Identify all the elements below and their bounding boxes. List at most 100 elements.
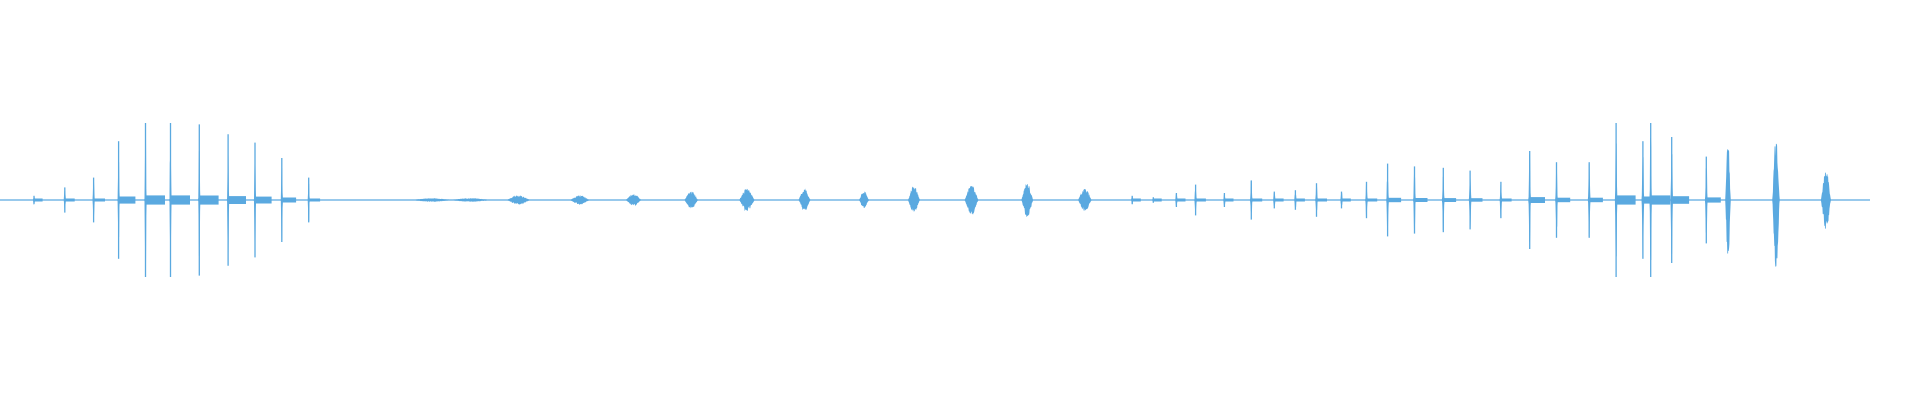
waveform-burst bbox=[1820, 172, 1832, 229]
waveform-decay-tail bbox=[1251, 198, 1263, 202]
waveform-burst bbox=[1020, 184, 1034, 217]
waveform-decay-tail bbox=[34, 198, 43, 202]
waveform-decay-tail bbox=[1295, 198, 1305, 202]
waveform-burst-shape bbox=[907, 186, 921, 212]
waveform-burst bbox=[197, 124, 219, 276]
waveform-burst bbox=[1441, 167, 1457, 233]
waveform-burst bbox=[1704, 156, 1721, 244]
waveform-burst-shape bbox=[1820, 172, 1832, 229]
waveform-burst bbox=[117, 141, 136, 259]
waveform-decay-tail bbox=[1529, 197, 1545, 203]
waveform-burst bbox=[798, 188, 811, 210]
waveform-burst bbox=[412, 198, 452, 202]
waveform-decay-tail bbox=[1132, 198, 1141, 202]
waveform-decay-tail bbox=[1176, 198, 1186, 202]
waveform-burst bbox=[1340, 191, 1351, 209]
waveform-burst bbox=[570, 195, 591, 206]
waveform-burst bbox=[91, 177, 105, 223]
waveform-decay-tail bbox=[1224, 198, 1234, 202]
waveform-decay-tail bbox=[1443, 198, 1457, 202]
waveform-burst bbox=[1614, 123, 1636, 277]
waveform-burst-shape bbox=[506, 195, 530, 205]
waveform-burst bbox=[506, 195, 530, 205]
waveform-burst-shape bbox=[1077, 189, 1093, 211]
waveform-bursts bbox=[32, 123, 1832, 277]
waveform-burst-shape bbox=[683, 191, 699, 209]
waveform-decay-tail bbox=[308, 198, 321, 202]
waveform-decay-tail bbox=[1414, 198, 1428, 202]
waveform-decay-tail bbox=[145, 195, 165, 205]
waveform-burst bbox=[280, 158, 297, 242]
waveform-burst-shape bbox=[625, 194, 642, 207]
waveform-burst bbox=[1248, 180, 1263, 220]
waveform-decay-tail bbox=[1274, 198, 1284, 202]
waveform-burst bbox=[1363, 181, 1378, 219]
waveform-burst bbox=[1272, 191, 1284, 209]
waveform-burst bbox=[683, 191, 699, 209]
waveform-burst bbox=[226, 134, 246, 266]
waveform-decay-tail bbox=[93, 198, 105, 202]
waveform-decay-tail bbox=[1706, 197, 1721, 203]
waveform-decay-tail bbox=[1470, 198, 1483, 202]
waveform-burst bbox=[964, 186, 979, 215]
waveform-burst bbox=[1130, 195, 1141, 205]
waveform-decay-tail bbox=[1616, 195, 1636, 205]
waveform-burst bbox=[1554, 162, 1571, 238]
waveform-decay-tail bbox=[118, 196, 136, 204]
waveform-burst-shape bbox=[1772, 143, 1780, 267]
waveform-burst-shape bbox=[1725, 149, 1731, 254]
waveform-burst bbox=[1152, 197, 1162, 203]
waveform-burst-shape bbox=[412, 198, 452, 202]
waveform-burst bbox=[1175, 193, 1186, 207]
waveform-decay-tail bbox=[199, 195, 219, 205]
waveform-burst bbox=[1669, 137, 1690, 263]
waveform-burst-shape bbox=[570, 195, 591, 206]
waveform-burst bbox=[253, 142, 272, 258]
waveform-burst bbox=[1313, 183, 1327, 217]
waveform-burst bbox=[144, 123, 165, 277]
waveform-burst bbox=[625, 194, 642, 207]
waveform-burst bbox=[858, 191, 870, 208]
waveform-decay-tail bbox=[170, 195, 190, 205]
waveform-burst bbox=[307, 177, 321, 223]
waveform-burst-shape bbox=[964, 186, 979, 215]
waveform-burst bbox=[907, 186, 921, 212]
waveform-burst-shape bbox=[738, 188, 756, 212]
waveform-decay-tail bbox=[1589, 197, 1603, 203]
waveform-burst bbox=[1385, 163, 1402, 237]
waveform-burst bbox=[451, 198, 490, 202]
waveform-decay-tail bbox=[255, 196, 272, 204]
waveform-burst bbox=[1527, 151, 1545, 249]
waveform-decay-tail bbox=[281, 197, 297, 203]
waveform-decay-tail bbox=[1556, 197, 1571, 203]
waveform-burst bbox=[738, 188, 756, 212]
waveform-burst-shape bbox=[1020, 184, 1034, 217]
waveform-burst bbox=[169, 123, 190, 277]
waveform-decay-tail bbox=[1387, 197, 1402, 203]
waveform-burst bbox=[1077, 189, 1093, 211]
waveform-burst bbox=[1194, 184, 1206, 216]
waveform-decay-tail bbox=[1341, 198, 1351, 202]
waveform-burst bbox=[1412, 166, 1428, 234]
waveform-decay-tail bbox=[1671, 196, 1690, 204]
waveform-burst bbox=[1586, 162, 1603, 238]
waveform-burst bbox=[1498, 181, 1512, 219]
waveform-burst bbox=[1725, 149, 1731, 254]
waveform-burst bbox=[1223, 193, 1234, 207]
waveform-burst-shape bbox=[858, 191, 870, 208]
waveform-decay-tail bbox=[64, 198, 75, 202]
waveform-burst bbox=[32, 195, 43, 205]
waveform-decay-tail bbox=[1366, 198, 1378, 202]
waveform-burst-shape bbox=[798, 188, 811, 210]
waveform-decay-tail bbox=[1500, 198, 1512, 202]
waveform-burst bbox=[1467, 170, 1483, 230]
waveform-decay-tail bbox=[1316, 198, 1327, 202]
waveform-burst bbox=[1649, 123, 1671, 277]
waveform-burst bbox=[62, 187, 75, 213]
waveform-burst bbox=[1292, 190, 1305, 210]
waveform-burst bbox=[1772, 143, 1780, 267]
waveform-decay-tail bbox=[1195, 198, 1206, 202]
waveform-decay-tail bbox=[228, 196, 246, 204]
